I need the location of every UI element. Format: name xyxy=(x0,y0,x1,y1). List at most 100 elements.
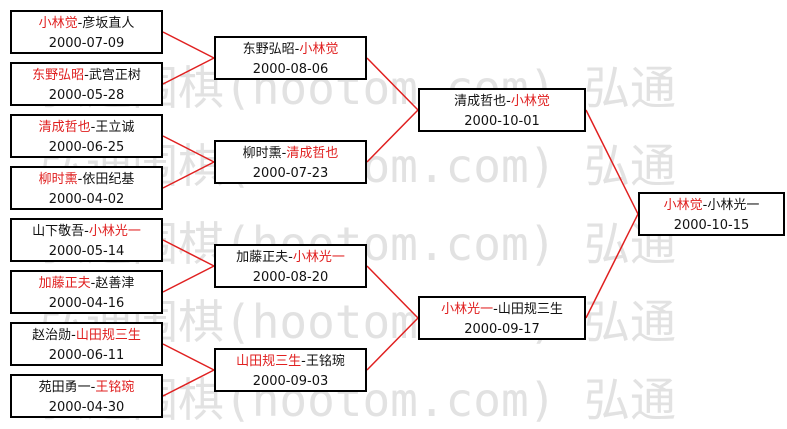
player-name: 小林觉 xyxy=(510,94,550,109)
match-box-round1-8: 苑田勇一-王铭琬 2000-04-30 xyxy=(10,374,163,418)
match-box-final-1: 小林觉-小林光一 2000-10-15 xyxy=(638,192,785,236)
player-name: 武宫正树 xyxy=(88,68,141,83)
match-box-round2-3: 加藤正夫-小林光一 2000-08-20 xyxy=(214,244,367,288)
player-name: 小林光一 xyxy=(292,250,345,265)
separator: - xyxy=(301,354,306,369)
match-date: 2000-10-01 xyxy=(464,114,540,129)
player-name: 赵治勋 xyxy=(32,328,72,343)
match-date: 2000-10-15 xyxy=(673,218,750,233)
match-date: 2000-06-25 xyxy=(48,140,125,155)
match-players: 东野弘昭-小林觉 xyxy=(216,40,365,60)
match-date: 2000-09-03 xyxy=(252,374,329,389)
bracket-connector-line xyxy=(585,213,639,319)
separator: - xyxy=(506,94,511,109)
player-name: 清成哲也 xyxy=(286,146,339,161)
player-name: 东野弘昭 xyxy=(32,68,85,83)
match-players: 柳时熏-清成哲也 xyxy=(216,144,365,164)
separator: - xyxy=(84,68,89,83)
separator: - xyxy=(90,120,96,135)
match-date: 2000-04-30 xyxy=(48,400,125,415)
player-name: 小林觉 xyxy=(299,42,339,57)
match-box-round1-1: 小林觉-彦坂直人 2000-07-09 xyxy=(10,10,163,54)
match-players: 赵治勋-山田规三生 xyxy=(12,326,161,346)
player-name: 小林光一 xyxy=(707,198,760,213)
match-players: 加藤正夫-赵善津 xyxy=(12,274,161,294)
player-name: 山田规三生 xyxy=(497,302,563,317)
separator: - xyxy=(77,16,83,31)
match-box-round3-1: 清成哲也-小林觉 2000-10-01 xyxy=(418,88,586,132)
match-players: 清成哲也-小林觉 xyxy=(420,92,584,112)
match-date: 2000-05-14 xyxy=(48,244,125,259)
player-name: 加藤正夫 xyxy=(38,276,91,291)
match-date: 2000-09-17 xyxy=(464,322,540,337)
bracket-connector-line xyxy=(162,239,215,267)
match-box-round2-4: 山田规三生-王铭琬 2000-09-03 xyxy=(214,348,367,392)
player-name: 柳时熏 xyxy=(38,172,78,187)
bracket-connector-line xyxy=(162,369,215,397)
player-name: 彦坂直人 xyxy=(82,16,135,31)
separator: - xyxy=(493,302,498,317)
bracket-connector-line xyxy=(366,317,419,371)
separator: - xyxy=(281,146,287,161)
player-name: 小林觉 xyxy=(663,198,703,213)
separator: - xyxy=(84,224,89,239)
bracket-connector-line xyxy=(162,135,215,163)
match-date: 2000-04-16 xyxy=(48,296,125,311)
match-box-round3-2: 小林光一-山田规三生 2000-09-17 xyxy=(418,296,586,340)
player-name: 柳时熏 xyxy=(242,146,282,161)
match-box-round1-4: 柳时熏-依田纪基 2000-04-02 xyxy=(10,166,163,210)
match-date: 2000-07-23 xyxy=(252,166,329,181)
separator: - xyxy=(90,276,96,291)
match-box-round1-7: 赵治勋-山田规三生 2000-06-11 xyxy=(10,322,163,366)
player-name: 王立诚 xyxy=(95,120,135,135)
match-date: 2000-06-11 xyxy=(48,348,125,363)
bracket-connector-line xyxy=(366,109,419,163)
bracket-connector-line xyxy=(162,161,215,189)
player-name: 清成哲也 xyxy=(454,94,507,109)
match-players: 小林觉-小林光一 xyxy=(640,196,783,216)
match-date: 2000-08-20 xyxy=(252,270,329,285)
player-name: 山田规三生 xyxy=(75,328,141,343)
separator: - xyxy=(90,380,96,395)
bracket-connector-line xyxy=(585,109,639,215)
match-box-round2-1: 东野弘昭-小林觉 2000-08-06 xyxy=(214,36,367,80)
match-players: 山下敬吾-小林光一 xyxy=(12,222,161,242)
match-date: 2000-07-09 xyxy=(48,36,125,51)
separator: - xyxy=(71,328,76,343)
separator: - xyxy=(77,172,83,187)
match-players: 小林觉-彦坂直人 xyxy=(12,14,161,34)
match-players: 苑田勇一-王铭琬 xyxy=(12,378,161,398)
player-name: 赵善津 xyxy=(95,276,135,291)
player-name: 小林光一 xyxy=(441,302,494,317)
player-name: 王铭琬 xyxy=(305,354,345,369)
bracket-connector-line xyxy=(162,31,215,59)
match-box-round2-2: 柳时熏-清成哲也 2000-07-23 xyxy=(214,140,367,184)
match-players: 柳时熏-依田纪基 xyxy=(12,170,161,190)
bracket-connector-line xyxy=(162,57,215,85)
player-name: 苑田勇一 xyxy=(38,380,91,395)
match-date: 2000-04-02 xyxy=(48,192,125,207)
player-name: 山田规三生 xyxy=(236,354,302,369)
player-name: 加藤正夫 xyxy=(236,250,289,265)
match-box-round1-3: 清成哲也-王立诚 2000-06-25 xyxy=(10,114,163,158)
player-name: 东野弘昭 xyxy=(242,42,295,57)
bracket-connector-line xyxy=(162,265,215,293)
match-date: 2000-08-06 xyxy=(252,62,329,77)
player-name: 山下敬吾 xyxy=(32,224,85,239)
player-name: 小林光一 xyxy=(88,224,141,239)
bracket-connector-line xyxy=(366,265,419,319)
match-players: 小林光一-山田规三生 xyxy=(420,300,584,320)
match-players: 清成哲也-王立诚 xyxy=(12,118,161,138)
player-name: 王铭琬 xyxy=(95,380,135,395)
separator: - xyxy=(702,198,708,213)
match-players: 山田规三生-王铭琬 xyxy=(216,352,365,372)
match-players: 加藤正夫-小林光一 xyxy=(216,248,365,268)
match-date: 2000-05-28 xyxy=(48,88,125,103)
match-box-round1-2: 东野弘昭-武宫正树 2000-05-28 xyxy=(10,62,163,106)
bracket-connector-line xyxy=(366,57,419,111)
player-name: 依田纪基 xyxy=(82,172,135,187)
bracket-connector-line xyxy=(162,343,215,371)
player-name: 小林觉 xyxy=(38,16,78,31)
match-box-round1-6: 加藤正夫-赵善津 2000-04-16 xyxy=(10,270,163,314)
